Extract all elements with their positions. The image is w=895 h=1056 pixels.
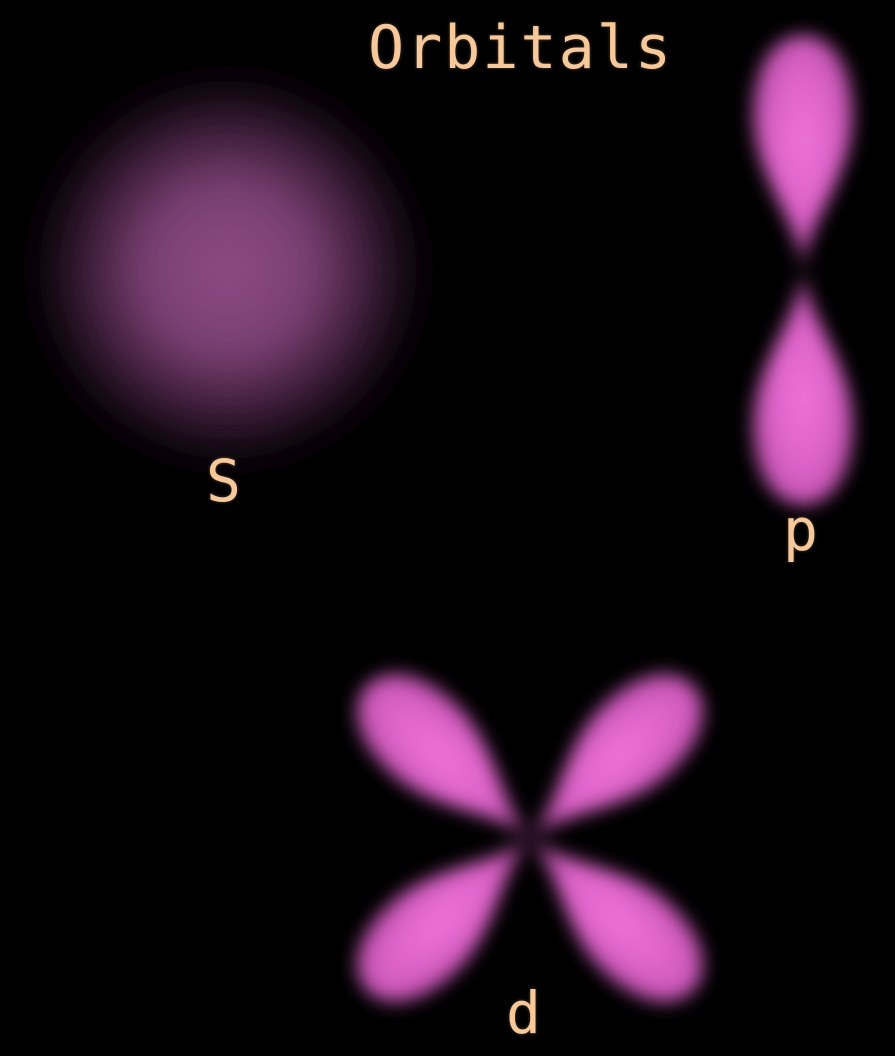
p-orbital-upper-lobe [753, 35, 853, 270]
p-orbital-lower-lobe [753, 270, 853, 505]
s-orbital-label: S [206, 452, 241, 510]
p-orbital-label: p [783, 501, 818, 559]
d-orbital [334, 651, 725, 1025]
p-orbital [753, 35, 853, 505]
d-orbital-label: d [506, 984, 541, 1042]
s-orbital [13, 55, 443, 485]
diagram-title: Orbitals [368, 18, 673, 78]
